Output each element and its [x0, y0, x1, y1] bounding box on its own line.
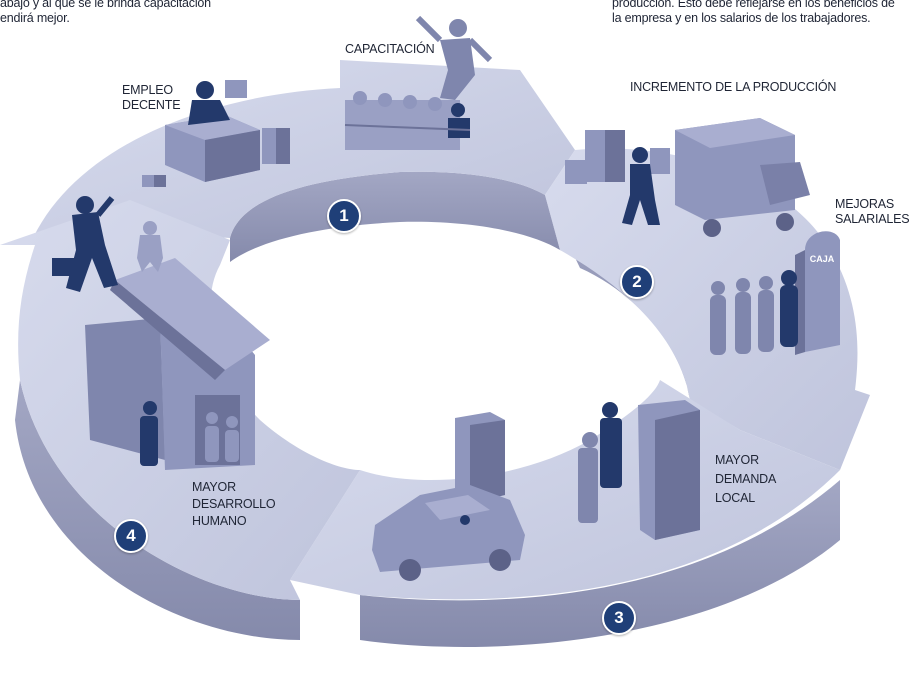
leaving-worker-figure	[52, 196, 118, 292]
label-empleo-decente-line-2: DECENTE	[122, 98, 181, 112]
step-4-badge: 4	[114, 519, 148, 553]
top-right-text: producción. Esto debe reflejarse en los …	[612, 0, 895, 26]
label-mayor-demanda-local: MAYOR DEMANDA LOCAL	[715, 451, 776, 508]
label-capacitacion-line-1: CAPACITACIÓN	[345, 42, 435, 56]
label-mejoras-salariales-line-1: MEJORAS	[835, 197, 895, 211]
label-mayor-desarrollo-humano-line-3: HUMANO	[192, 514, 247, 528]
refrigerator-stack	[638, 400, 700, 540]
step-1-badge: 1	[327, 199, 361, 233]
label-mayor-demanda-local-line-1: MAYOR	[715, 453, 759, 467]
label-mayor-desarrollo-humano: MAYOR DESARROLLO HUMANO	[192, 479, 276, 530]
production-boxes	[565, 130, 670, 184]
top-left-text: abajo y al que se le brinda capacitación…	[0, 0, 211, 26]
salary-queue-figures	[710, 270, 798, 355]
step-3-badge: 3	[602, 601, 636, 635]
label-empleo-decente-line-1: EMPLEO	[122, 83, 173, 97]
top-right-line-1: producción. Esto debe reflejarse en los …	[612, 0, 895, 10]
label-mejoras-salariales-line-2: SALARIALES	[835, 212, 910, 226]
family-figures	[140, 401, 239, 466]
worker-carrying-figure	[622, 147, 660, 225]
label-mayor-demanda-local-line-2: DEMANDA	[715, 472, 777, 486]
shoppers-figures	[578, 402, 622, 523]
top-left-line-1: abajo y al que se le brinda capacitación	[0, 0, 211, 10]
label-incremento-produccion: INCREMENTO DE LA PRODUCCIÓN	[630, 80, 836, 95]
step-2-badge: 2	[620, 265, 654, 299]
box-stack-1	[142, 128, 290, 187]
top-right-line-2: la empresa y en los salarios de los trab…	[612, 11, 871, 25]
label-empleo-decente: EMPLEO DECENTE	[122, 83, 181, 113]
label-mejoras-salariales: MEJORAS SALARIALES	[835, 197, 910, 227]
label-incremento-produccion-line-1: INCREMENTO DE LA PRODUCCIÓN	[630, 80, 837, 94]
worker-at-desk-figure	[188, 80, 247, 125]
delivery-truck	[675, 118, 810, 237]
trainer-figure	[415, 15, 493, 100]
label-mayor-demanda-local-line-3: LOCAL	[715, 491, 755, 505]
car-with-appliance	[372, 412, 525, 581]
label-capacitacion: CAPACITACIÓN	[345, 42, 435, 57]
label-mayor-desarrollo-humano-line-2: DESARROLLO	[192, 497, 276, 511]
caja-sign: CAJA	[810, 254, 835, 264]
child-figure	[137, 221, 163, 272]
label-mayor-desarrollo-humano-line-1: MAYOR	[192, 480, 236, 494]
capacitacion-classroom	[344, 91, 471, 150]
top-left-line-2: endirá mejor.	[0, 11, 70, 25]
house	[85, 258, 270, 470]
